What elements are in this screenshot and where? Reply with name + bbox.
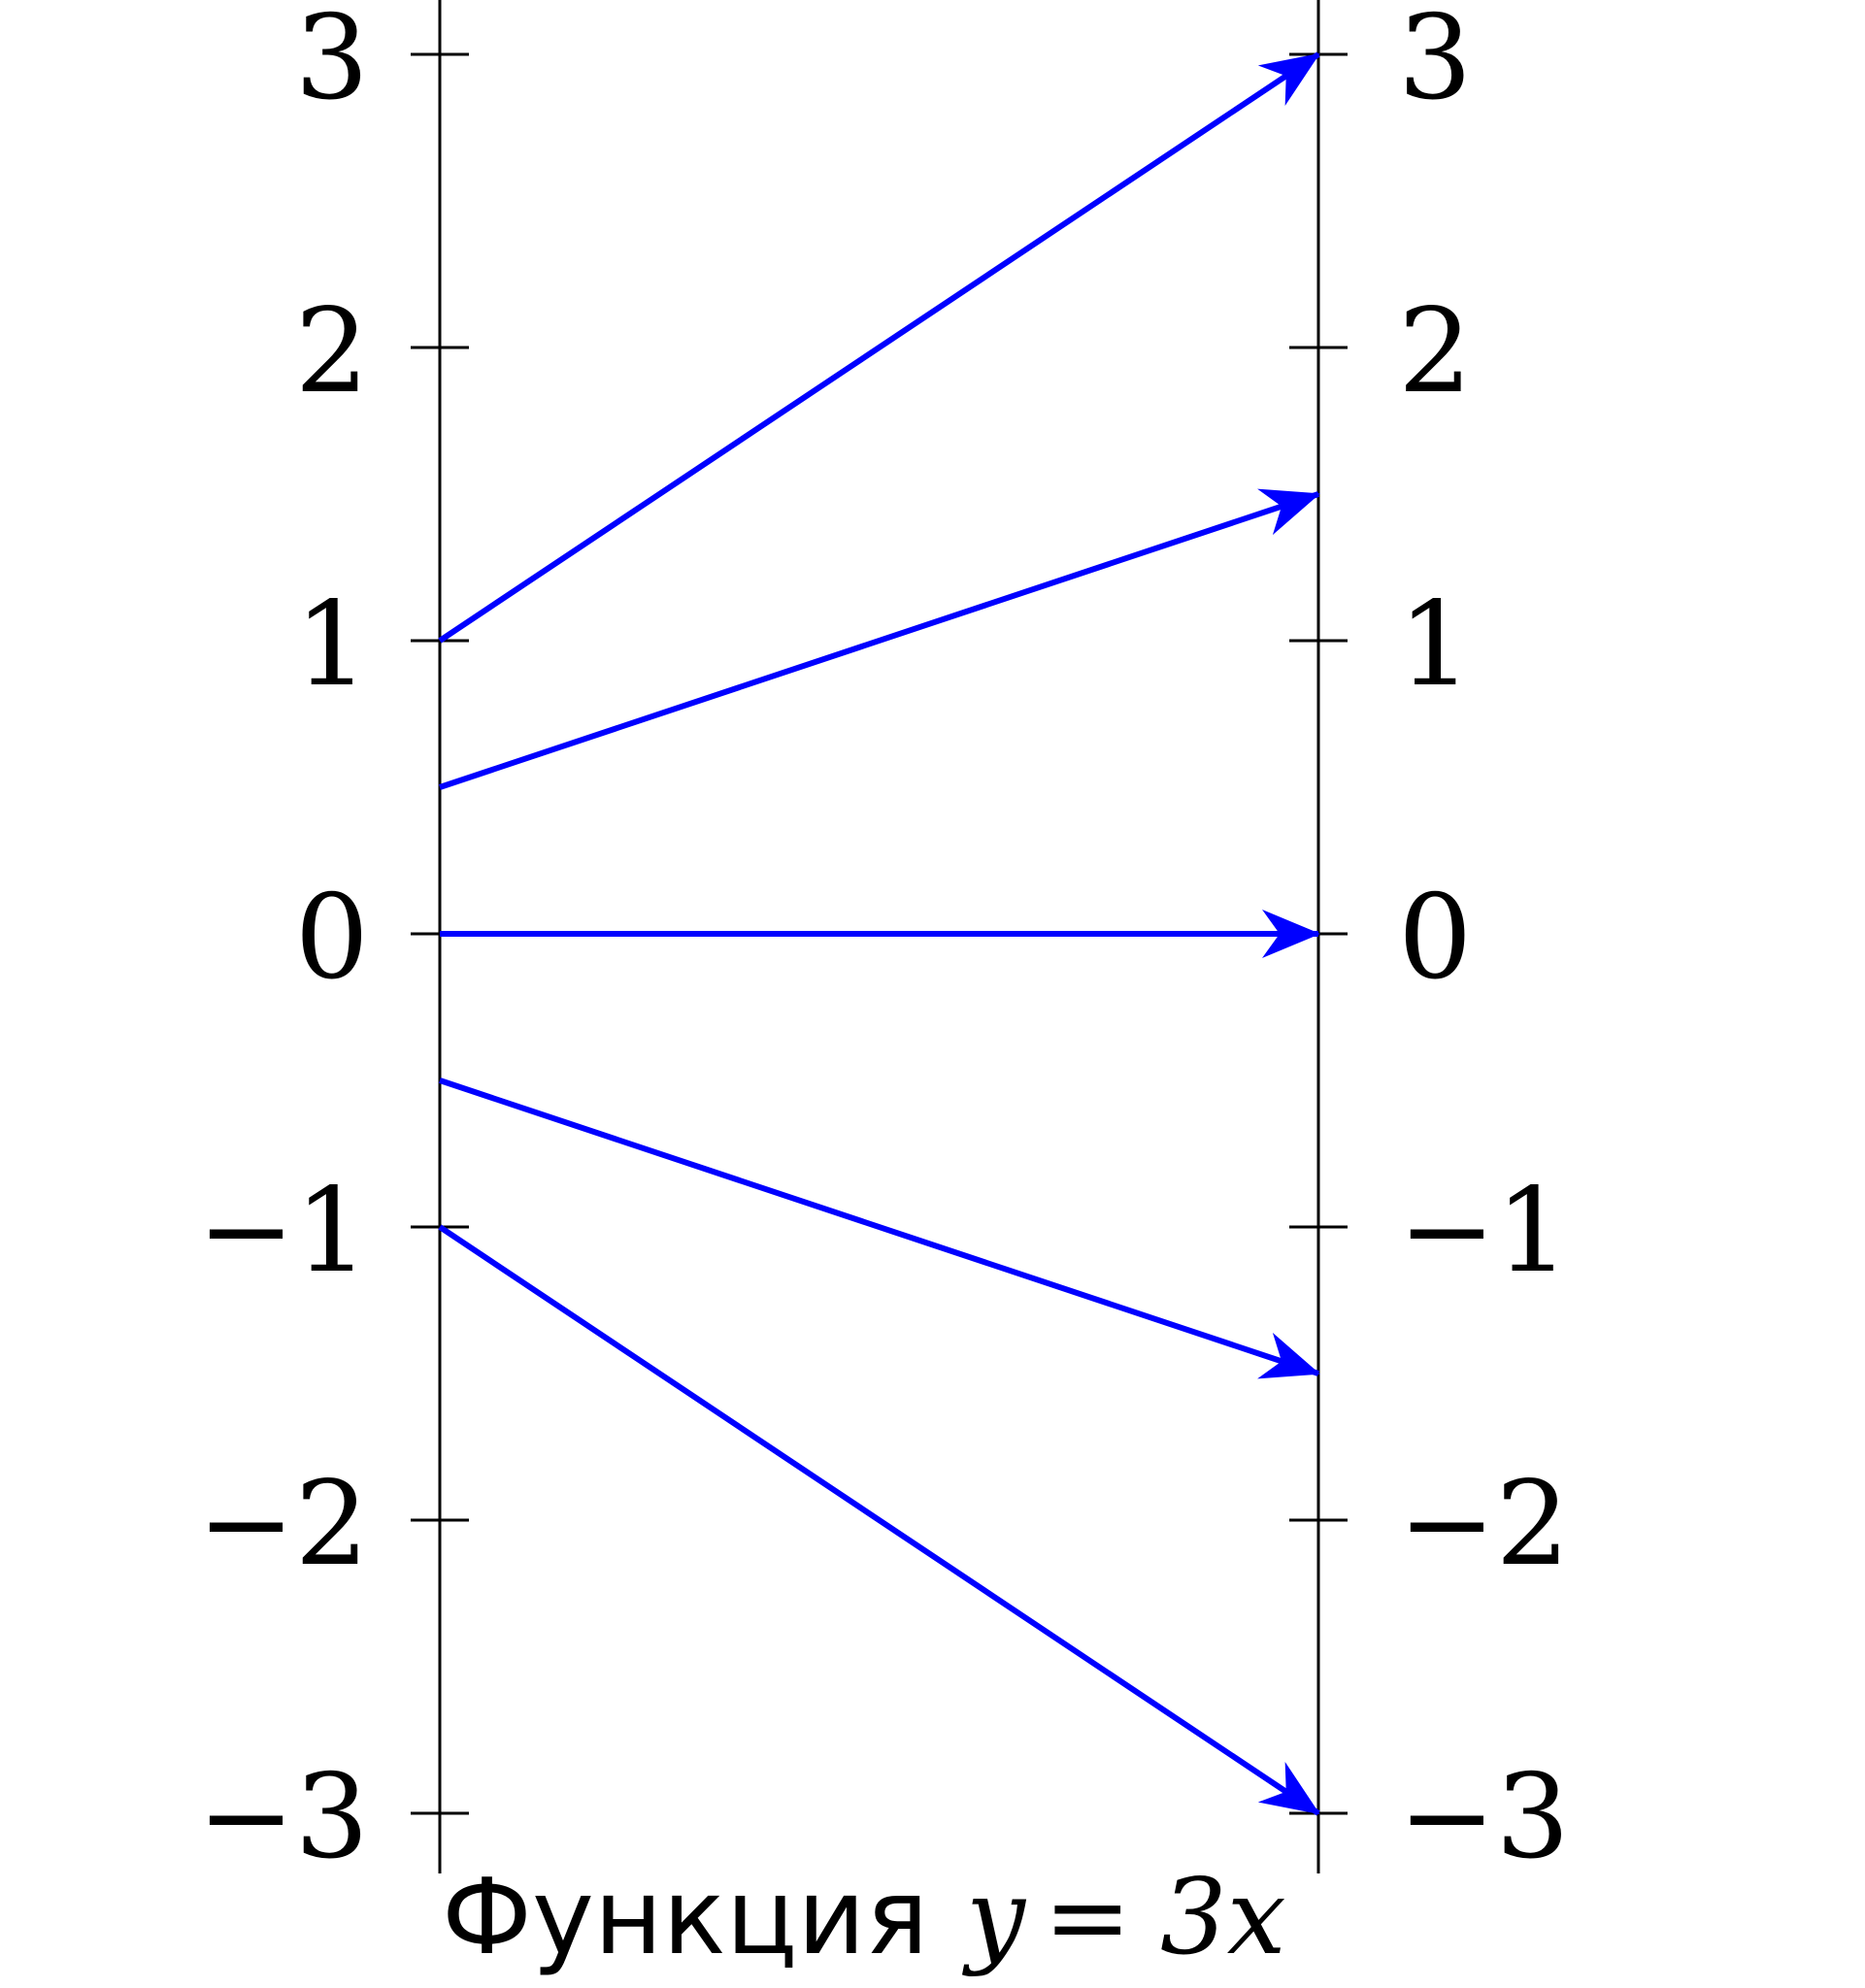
mapping-arrow	[439, 488, 1320, 790]
left-tick-label: −2	[197, 1457, 369, 1592]
right-tick-label: 2	[1398, 284, 1472, 419]
mapping-arrow	[438, 51, 1320, 644]
mapping-arrow	[438, 1224, 1320, 1816]
left-tick-label: 1	[295, 578, 369, 712]
caption: Функция y = 3x	[442, 1857, 1286, 1978]
right-tick-label: −2	[1398, 1457, 1570, 1592]
mapping-arrows	[438, 51, 1320, 1816]
right-tick-label: 1	[1398, 578, 1472, 712]
caption-lhs: y	[961, 1857, 1027, 1978]
caption-equals: =	[1044, 1857, 1132, 1978]
left-tick-label: 3	[295, 0, 369, 126]
left-tick-label: 2	[295, 284, 369, 419]
right-tick-label: 3	[1398, 0, 1472, 126]
right-tick-label: 0	[1398, 871, 1472, 1006]
left-tick-label: −1	[197, 1164, 369, 1299]
right-tick-label: −1	[1398, 1164, 1570, 1299]
left-tick-label: 0	[295, 871, 369, 1006]
caption-rhs: 3x	[1160, 1857, 1286, 1978]
right-tick-label: −3	[1398, 1750, 1570, 1885]
caption-word: Функция	[442, 1857, 928, 1978]
left-tick-label: −3	[197, 1750, 369, 1885]
mapping-arrow	[439, 1077, 1320, 1379]
